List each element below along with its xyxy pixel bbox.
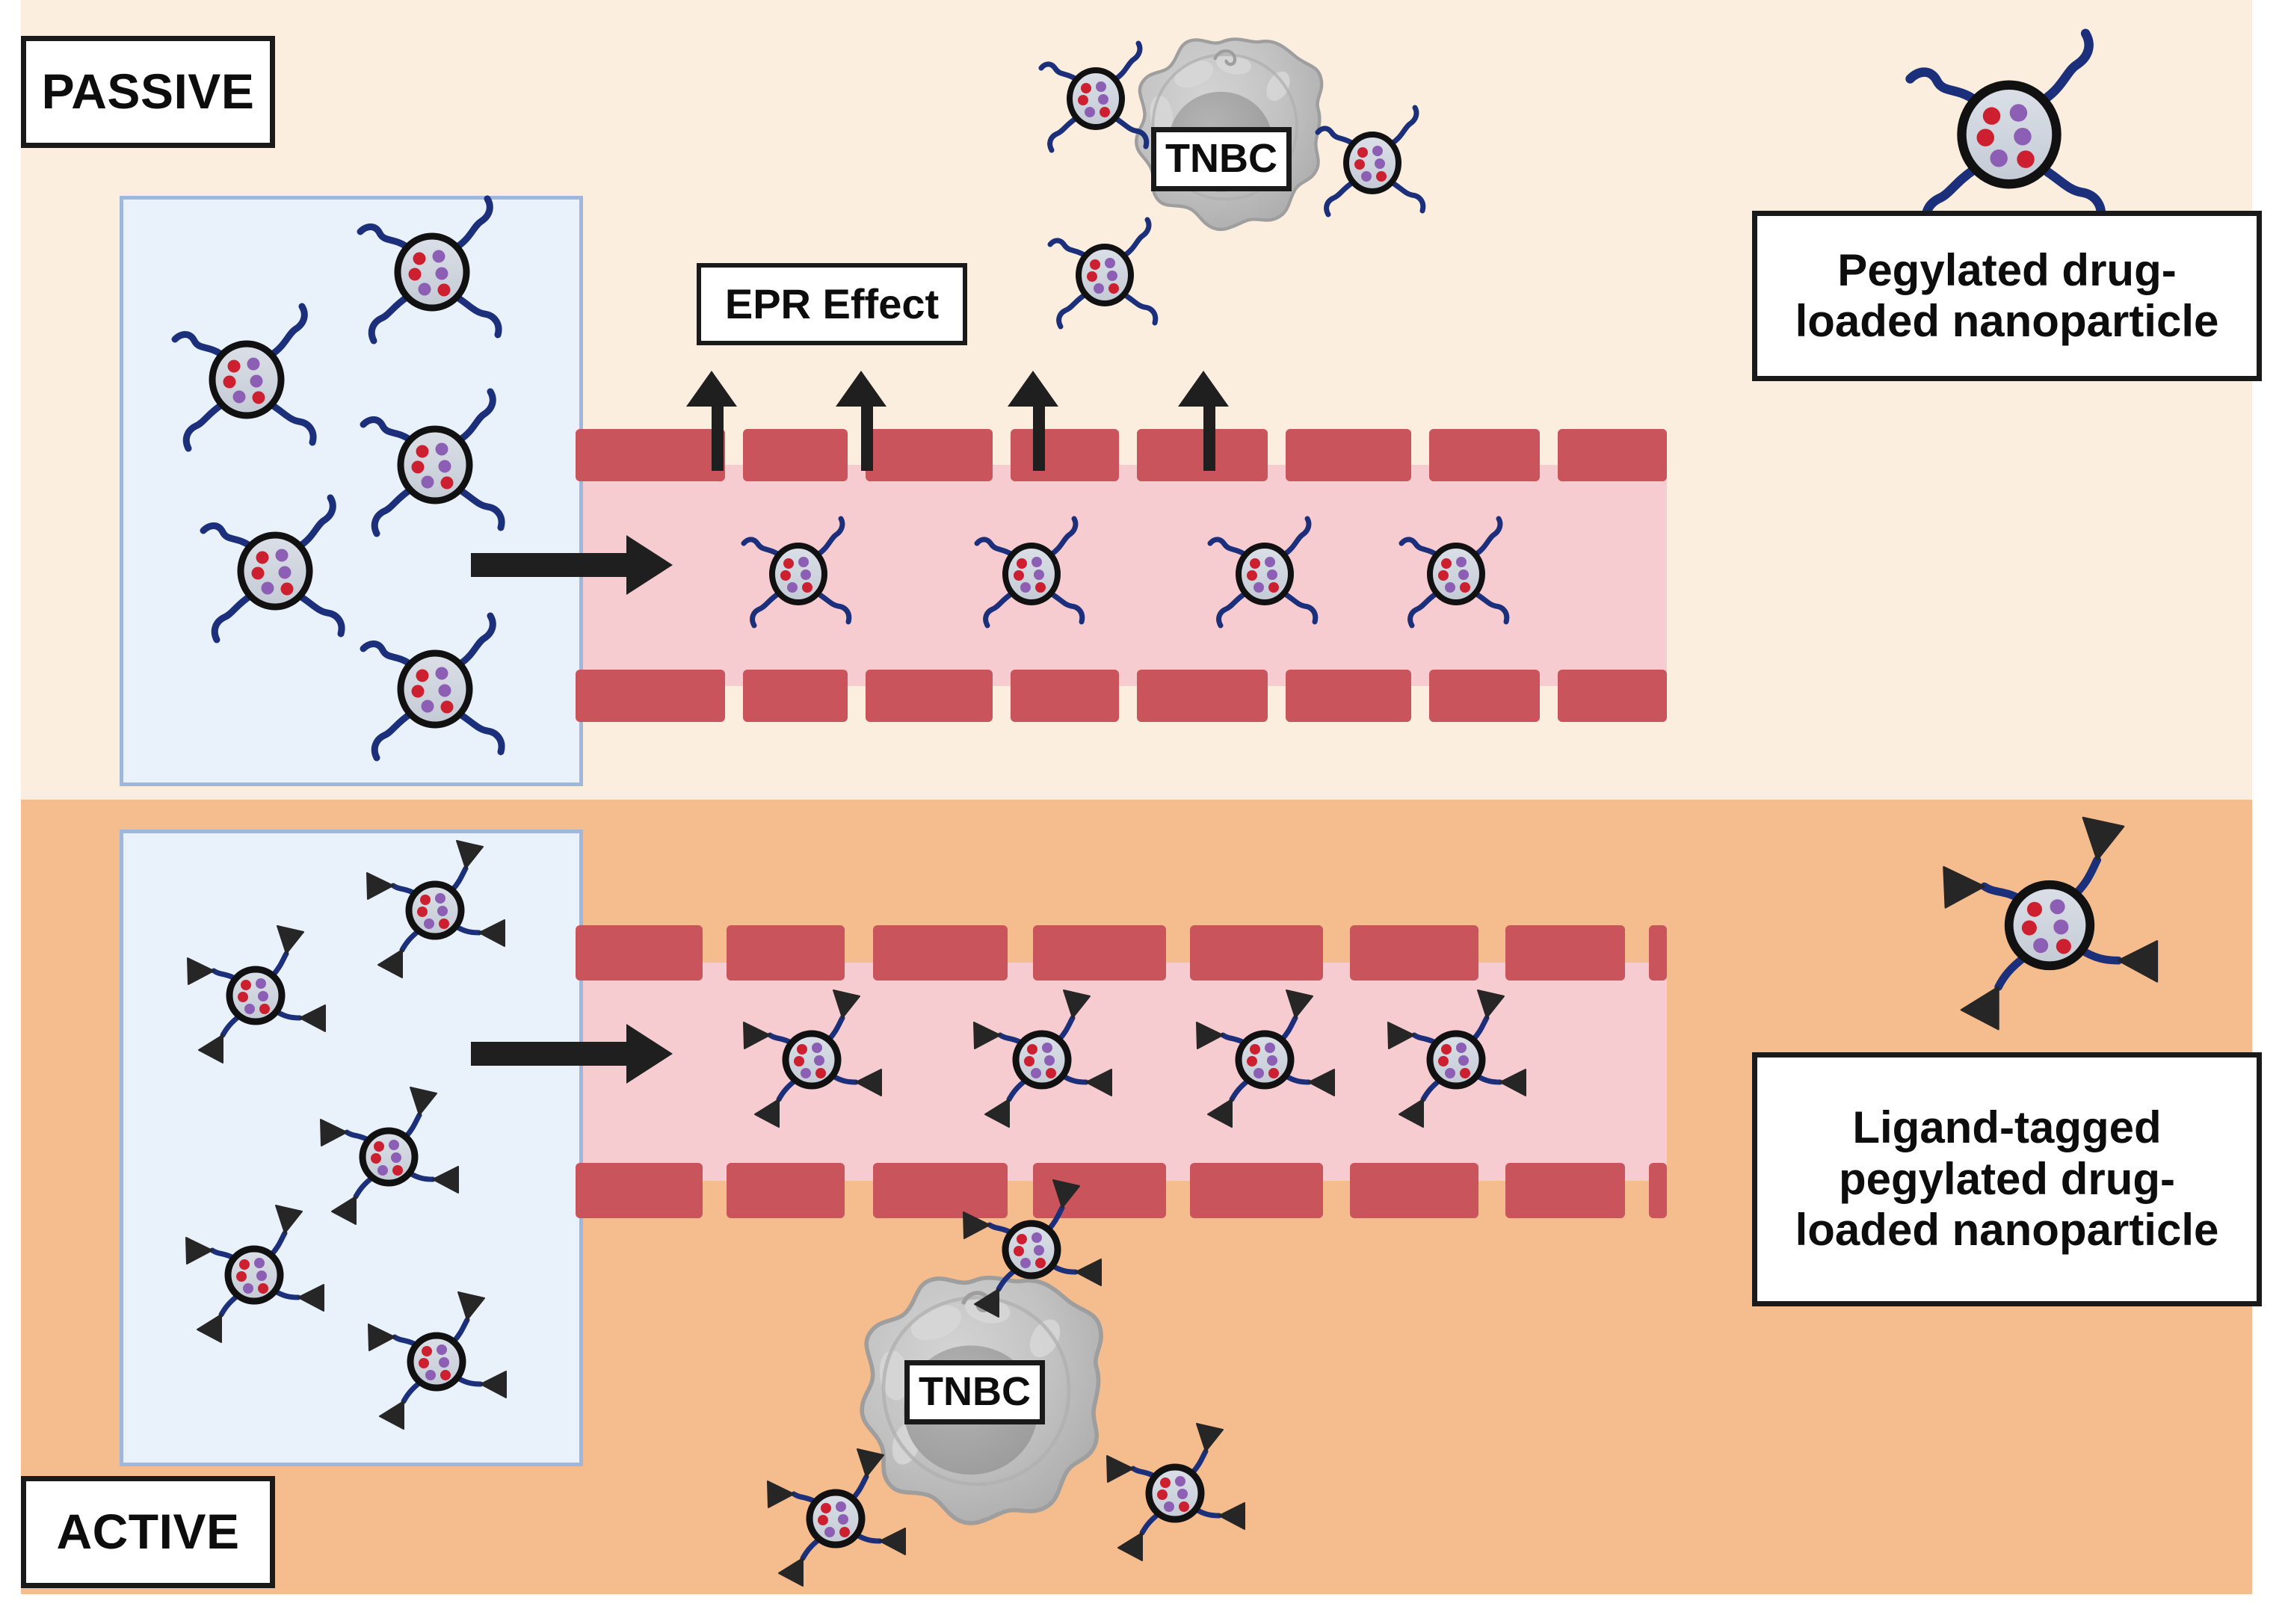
- epr-effect-text: EPR Effect: [724, 280, 940, 328]
- legend-box-ligand-tagged: Ligand-tagged pegylated drug-loaded nano…: [1752, 1052, 2262, 1306]
- tnbc-label-active: TNBC: [904, 1360, 1045, 1424]
- panel-label-active: ACTIVE: [21, 1476, 275, 1588]
- blood-vessel-active: [576, 918, 1667, 1220]
- endothelium-top-row: [576, 429, 1667, 481]
- endothelium-bottom-row: [576, 670, 1667, 722]
- tnbc-label-active-text: TNBC: [919, 1369, 1031, 1415]
- tnbc-label-passive-text: TNBC: [1165, 136, 1277, 182]
- endothelium-top-row: [576, 925, 1667, 981]
- panel-label-active-text: ACTIVE: [56, 1504, 240, 1560]
- vessel-lumen: [576, 963, 1667, 1181]
- epr-effect-label: EPR Effect: [697, 263, 967, 345]
- reservoir-active: [120, 830, 583, 1466]
- endothelium-bottom-row: [576, 1163, 1667, 1218]
- vessel-lumen: [576, 465, 1667, 686]
- legend-pegylated-text: Pegylated drug-loaded nanoparticle: [1795, 244, 2219, 346]
- tnbc-label-passive: TNBC: [1151, 127, 1292, 191]
- figure-title: Passive versus active targeting of drug-…: [0, 0, 1, 1]
- legend-ligand-tagged-text: Ligand-tagged pegylated drug-loaded nano…: [1795, 1102, 2219, 1256]
- blood-vessel-passive: [576, 419, 1667, 732]
- panel-label-passive: PASSIVE: [21, 36, 275, 148]
- panel-label-passive-text: PASSIVE: [41, 64, 255, 120]
- legend-box-pegylated: Pegylated drug-loaded nanoparticle: [1752, 211, 2262, 381]
- reservoir-passive: [120, 196, 583, 786]
